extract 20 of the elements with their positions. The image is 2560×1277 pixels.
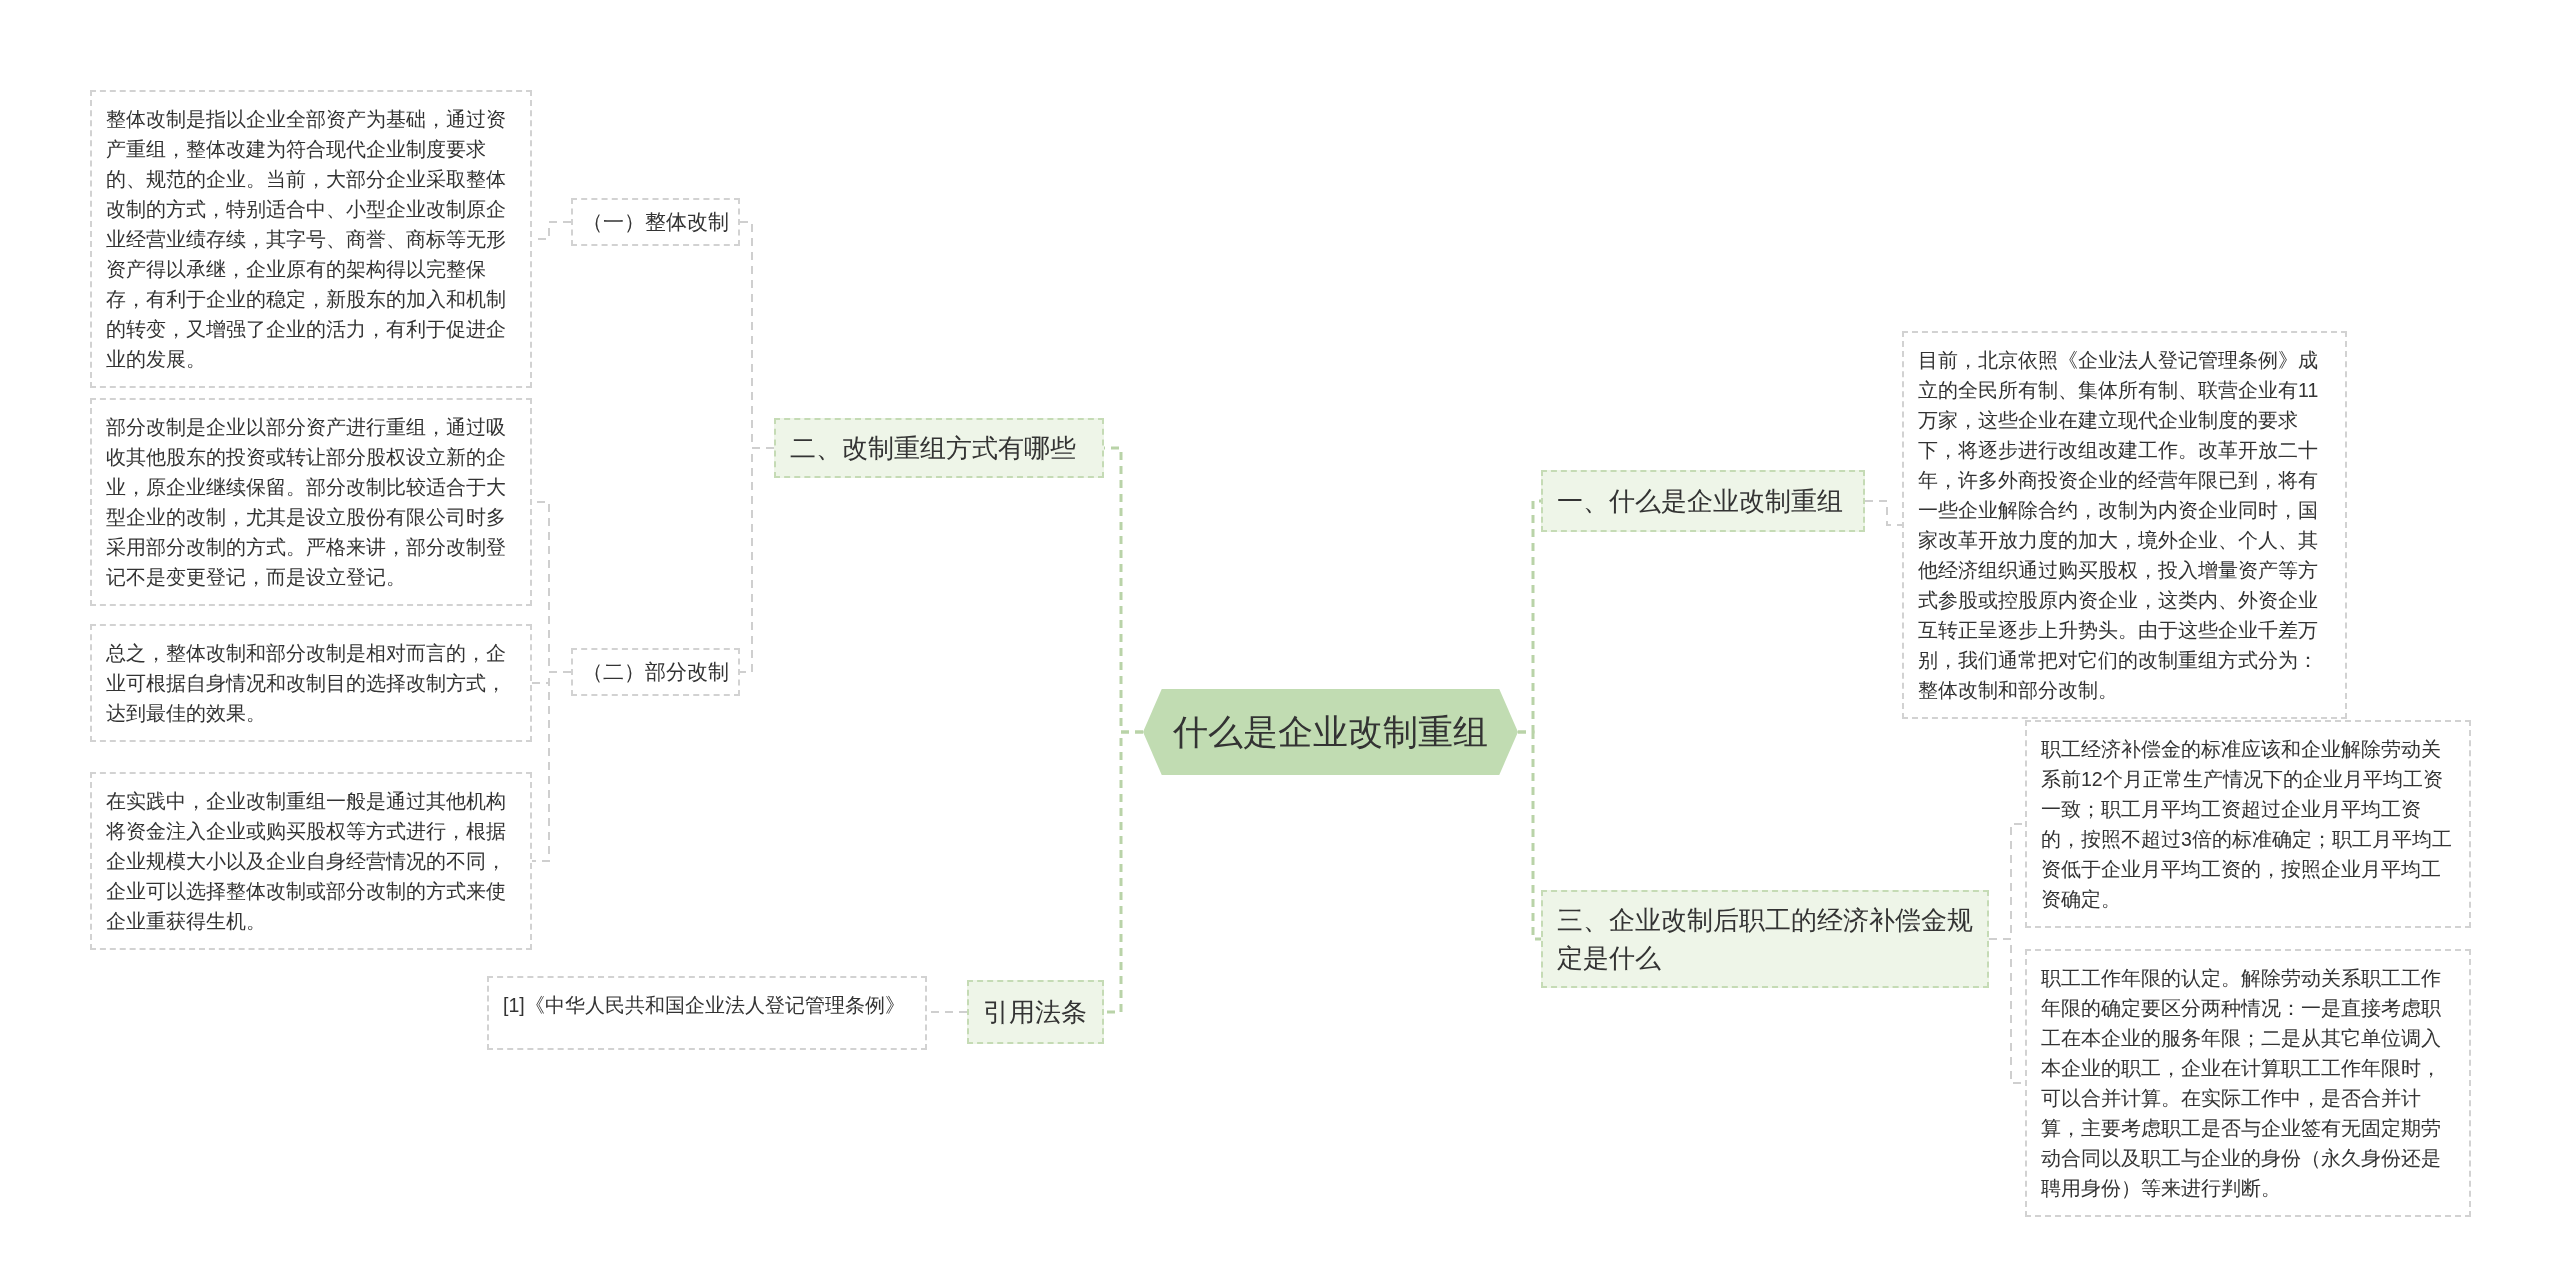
text-box: 在实践中，企业改制重组一般是通过其他机构将资金注入企业或购买股权等方式进行，根据企业规模大小以及企业自身经营情况的不同，企业可以选择整体改制或部分改制的方式来使企业重获得生机。 [90,772,532,950]
text-box: 部分改制是企业以部分资产进行重组，通过吸收其他股东的投资或转让部分股权设立新的企业，原企业继续保留。部分改制比较适合于大型企业的改制，尤其是设立股份有限公司时多采用部分改制的方式。严格来讲，部分改制登记不是变更登记，而是设立登记。 [90,398,532,606]
connector [739,447,775,673]
connector [1104,730,1143,1014]
text-box: 职工工作年限的认定。解除劳动关系职工工作年限的确定要区分两种情况：一是直接考虑职工在本企业的服务年限；二是从其它单位调入本企业的职工，企业在计算职工工作年限时，可以合并计算。在实际工作中，是否合并计算，主要考虑职工是否与企业签有无固定期劳动合同以及职工与企业的身份（永久身份还是聘用身份）等来进行判断。 [2025,949,2471,1217]
connector [1864,500,1903,526]
topic-box: 引用法条 [967,980,1104,1044]
subtopic-box: （一）整体改制 [571,198,740,246]
text-box: 职工经济补偿金的标准应该和企业解除劳动关系前12个月正常生产情况下的企业月平均工资一致；职工月平均工资超过企业月平均工资的，按照不超过3倍的标准确定；职工月平均工资低于企业月平均工资的，按照企业月平均工资确定。 [2025,720,2471,928]
connector [531,671,572,862]
text-box: 总之，整体改制和部分改制是相对而言的，企业可根据自身情况和改制目的选择改制方式，达到最佳的效果。 [90,624,532,742]
subtopic-box: （二）部分改制 [571,648,740,696]
central-topic: 什么是企业改制重组 [1143,689,1518,775]
text-box: 目前，北京依照《企业法人登记管理条例》成立的全民所有制、集体所有制、联营企业有11万家，这些企业在建立现代企业制度的要求下，将逐步进行改组改建工作。改革开放二十年，许多外商投资企业的经营年限已到，将有一些企业解除合约，改制为内资企业同时，国家改革开放力度的加大，境外企业、个人、其他经济组织通过购买股权，投入增量资产等方式参股或控股原内资企业，这类内、外资企业互转正呈逐步上升势头。由于这些企业千差万别，我们通常把对它们的改制重组方式分为：整体改制和部分改制。 [1902,331,2347,719]
text-box: [1]《中华人民共和国企业法人登记管理条例》 [487,976,927,1050]
topic-box: 一、什么是企业改制重组 [1541,470,1865,532]
topic-box: 二、改制重组方式有哪些 [774,418,1104,478]
connector [1518,730,1541,941]
text-box: 整体改制是指以企业全部资产为基础，通过资产重组，整体改建为符合现代企业制度要求的、规范的企业。当前，大部分企业采取整体改制的方式，特别适合中、小型企业改制原企业经营业绩存续，其字号、商誉、商标等无形资产得以承继，企业原有的架构得以完整保存，有利于企业的稳定，新股东的加入和机制的转变，又增强了企业的活力，有利于促进企业的发展。 [90,90,532,388]
topic-box: 三、企业改制后职工的经济补偿金规定是什么 [1541,890,1989,988]
